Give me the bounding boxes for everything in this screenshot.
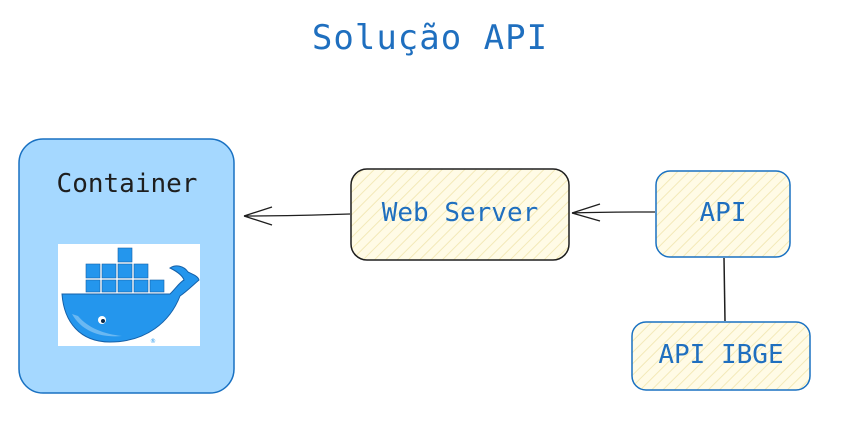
connector-api-to-api-ibge	[723, 257, 726, 322]
svg-text:®: ®	[150, 338, 156, 345]
docker-whale-icon: ®	[61, 247, 200, 345]
arrow-web-server-to-container	[243, 206, 351, 226]
web-server-node	[350, 168, 570, 261]
api-ibge-label: API IBGE	[658, 340, 784, 370]
docker-logo: ®	[58, 244, 200, 346]
arrow-api-to-web-server	[571, 203, 656, 222]
api-node	[655, 170, 791, 258]
api-label: API	[699, 198, 747, 228]
api-ibge-node	[631, 321, 811, 391]
web-server-label: Web Server	[381, 198, 539, 228]
container-label: Container	[56, 169, 198, 199]
diagram-title: Solução API	[311, 18, 549, 58]
